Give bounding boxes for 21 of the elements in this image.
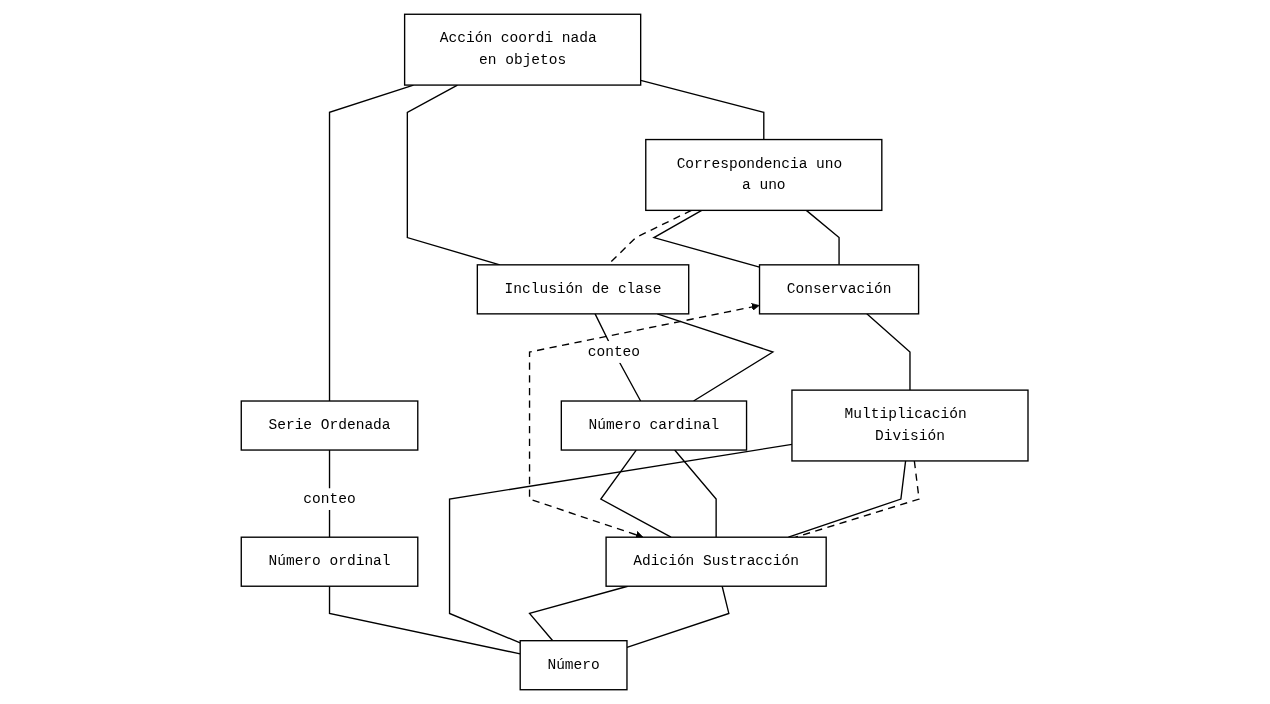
connector	[866, 313, 911, 391]
node-box: Adición Sustracción	[605, 536, 828, 587]
connector	[449, 443, 793, 644]
connector	[806, 209, 841, 266]
connector	[788, 460, 907, 538]
connector	[674, 449, 718, 538]
node-box: Serie Ordenada	[240, 400, 419, 451]
edge-label: conteo	[588, 343, 641, 361]
node-box: Acción coordi nada en objetos	[404, 13, 642, 86]
node-box: Multiplicación División	[791, 389, 1030, 462]
node-box: Número ordinal	[240, 536, 419, 587]
connector	[600, 449, 673, 538]
arrow	[529, 303, 760, 539]
connector	[795, 460, 921, 538]
edge-label: conteo	[303, 490, 357, 508]
node-box: Correspondencia uno a uno	[645, 138, 883, 212]
connector	[657, 313, 775, 402]
node-box: Número	[519, 640, 628, 691]
node-box: Conservación	[759, 264, 920, 315]
node-box: Inclusión de clase	[477, 264, 690, 315]
node-box: Número cardinal	[561, 400, 748, 451]
